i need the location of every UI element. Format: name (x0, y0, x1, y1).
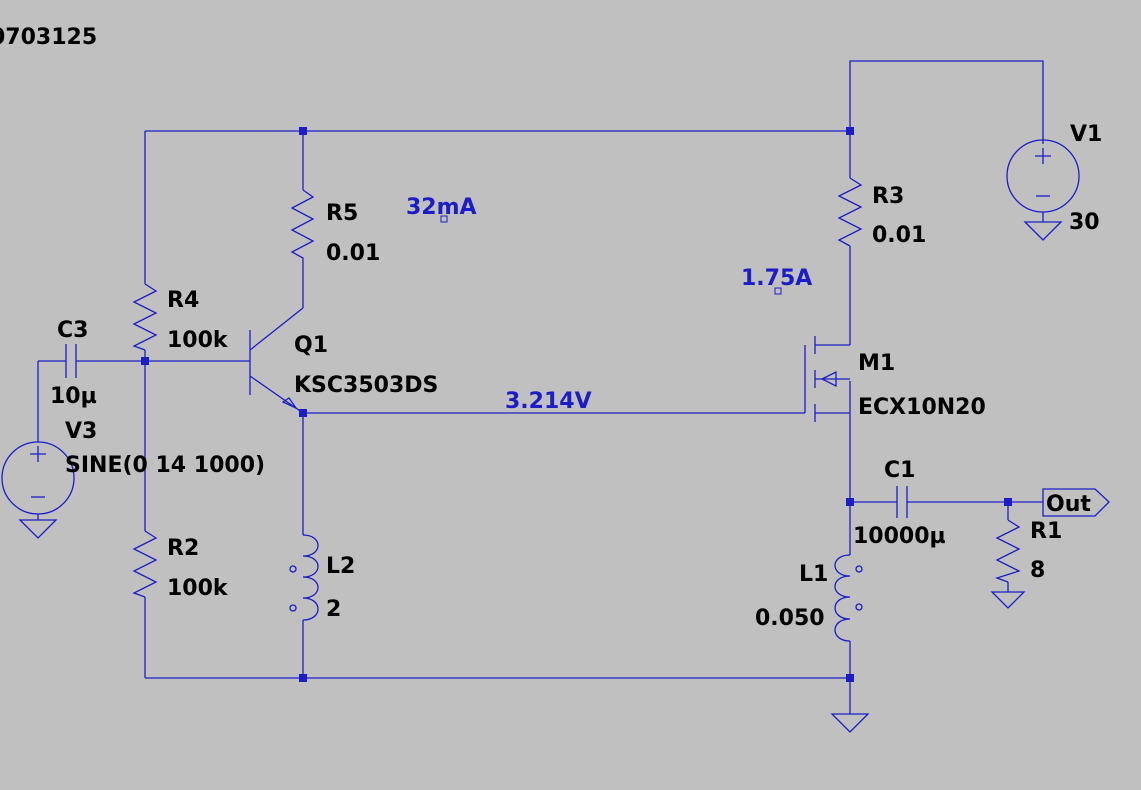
r2-name: R2 (167, 536, 199, 561)
r4-name: R4 (167, 288, 199, 313)
r3-value: 0.01 (872, 223, 926, 248)
capacitor-c1[interactable]: C1 10000µ (853, 458, 946, 549)
c3-value: 10µ (50, 384, 97, 409)
r1-name: R1 (1030, 519, 1062, 544)
resistor-r3[interactable]: R3 0.01 (837, 177, 926, 248)
transistor-q1[interactable]: Q1 KSC3503DS (249, 307, 438, 414)
out-label-text: Out (1046, 492, 1091, 517)
resistor-r1[interactable]: R1 8 (990, 519, 1062, 609)
r2-value: 100k (167, 576, 229, 601)
node-dot (846, 498, 854, 506)
c1-value: 10000µ (853, 524, 946, 549)
q1-name: Q1 (294, 333, 328, 358)
inductor-l2[interactable]: L2 2 (289, 534, 355, 622)
resistor-r4[interactable]: R4 100k (132, 283, 229, 353)
c1-name: C1 (884, 458, 915, 483)
r5-name: R5 (326, 201, 358, 226)
r1-value: 8 (1030, 558, 1045, 583)
r3-name: R3 (872, 184, 904, 209)
capacitor-c3[interactable]: C3 10µ (50, 318, 97, 409)
voltage-source-v1[interactable]: V1 30 (1006, 122, 1102, 241)
node-dot (141, 357, 149, 365)
resistor-r2[interactable]: R2 100k (132, 530, 229, 601)
node-dot (299, 127, 307, 135)
node-dot (846, 674, 854, 682)
v3-value: SINE(0 14 1000) (65, 453, 265, 478)
measurement-m1-current[interactable]: 1.75A (741, 266, 812, 295)
voltage-source-v3[interactable]: V3 SINE(0 14 1000) (1, 419, 265, 539)
measurement-value: 1.75A (741, 266, 812, 291)
node-dot (846, 127, 854, 135)
l1-name: L1 (799, 562, 828, 587)
ground-icon (830, 713, 870, 733)
inductor-l1[interactable]: L1 0.050 (755, 554, 863, 642)
v3-name: V3 (65, 419, 97, 444)
resistor-r5[interactable]: R5 0.01 (290, 189, 380, 268)
mosfet-m1[interactable]: M1 ECX10N20 (804, 336, 986, 422)
ground-icon (990, 591, 1026, 609)
wires (37, 60, 1044, 714)
c3-name: C3 (57, 318, 88, 343)
schematic-title: 0703125 (0, 25, 97, 50)
node-dot (299, 674, 307, 682)
l1-value: 0.050 (755, 606, 825, 631)
probe-marker (440, 215, 448, 223)
out-port-label[interactable]: Out (1042, 488, 1110, 517)
v1-name: V1 (1070, 122, 1102, 147)
measurement-gate-voltage[interactable]: 3.214V (505, 389, 592, 414)
v1-value: 30 (1069, 210, 1100, 235)
r4-value: 100k (167, 328, 229, 353)
q1-value: KSC3503DS (294, 373, 438, 398)
m1-value: ECX10N20 (858, 395, 986, 420)
l2-value: 2 (326, 597, 341, 622)
ground-icon (1023, 221, 1063, 241)
measurement-q1-current[interactable]: 32mA (406, 195, 477, 223)
ground-icon (18, 519, 58, 539)
node-dot (1004, 498, 1012, 506)
probe-marker (774, 287, 782, 295)
m1-name: M1 (858, 351, 895, 376)
l2-name: L2 (326, 554, 355, 579)
measurement-value: 3.214V (505, 389, 592, 414)
r5-value: 0.01 (326, 241, 380, 266)
